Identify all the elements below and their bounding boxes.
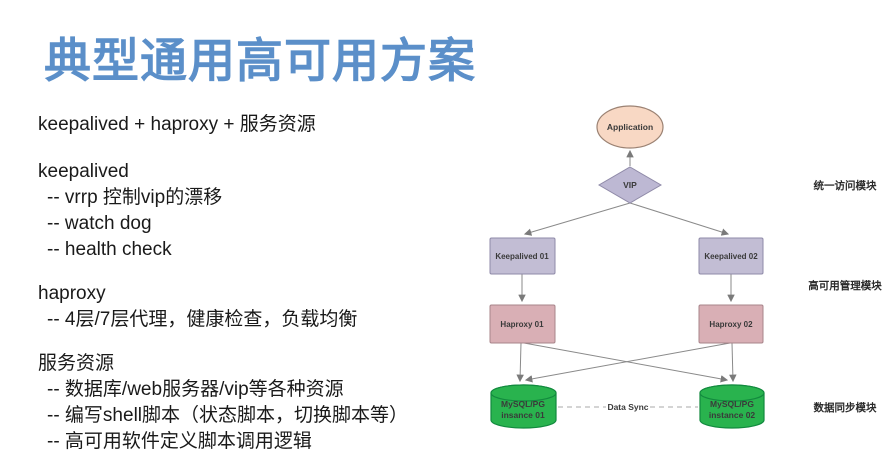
module-label-unified-access: 统一访问模块 — [813, 180, 877, 192]
connector-haproxy1-to-db1 — [516, 342, 524, 383]
db1-top — [490, 384, 557, 402]
keepalived2-label: Keepalived 02 — [704, 252, 758, 261]
section-haproxy: haproxy -- 4层/7层代理，健康检查，负载均衡 — [38, 281, 408, 333]
keepalived1-shape — [489, 237, 556, 275]
node-application: Application — [596, 105, 664, 149]
node-haproxy2: Haproxy 02 — [698, 304, 764, 344]
db2-label-line2: instance 02 — [709, 410, 756, 420]
application-label: Application — [607, 122, 653, 132]
bullet-item: -- health check — [47, 239, 172, 260]
bullet-item: -- watch dog — [47, 213, 152, 234]
haproxy2-shape — [698, 304, 764, 344]
section-heading: 服务资源 — [38, 353, 115, 374]
section-service-resources: 服务资源 -- 数据库/web服务器/vip等各种资源 -- 编写shell脚本… — [38, 351, 408, 455]
connector-vip-to-keepalived1 — [523, 202, 631, 236]
vip-shape — [598, 166, 662, 204]
bullet-item: -- vrrp 控制vip的漂移 — [47, 187, 223, 208]
db2-top — [699, 384, 765, 402]
haproxy1-shape — [489, 304, 556, 344]
bullet-item: -- 数据库/web服务器/vip等各种资源 — [47, 379, 344, 400]
node-vip: VIP — [598, 166, 662, 204]
slide: { "slide": { "title": "典型通用高可用方案", "intr… — [38, 36, 882, 452]
node-haproxy1: Haproxy 01 — [489, 304, 556, 344]
application-shape — [596, 105, 664, 149]
node-db2: MySQL/PG instance 02 — [699, 384, 765, 429]
connector-vip-to-keepalived2 — [629, 202, 730, 236]
haproxy1-label: Haproxy 01 — [500, 320, 544, 329]
bullet-item: -- 编写shell脚本（状态脚本，切换脚本等） — [47, 405, 409, 426]
node-keepalived2: Keepalived 02 — [698, 237, 764, 275]
db2-label-line1: MySQL/PG — [710, 399, 754, 409]
node-db1: MySQL/PG insance 01 — [490, 384, 557, 429]
section-keepalived: keepalived -- vrrp 控制vip的漂移 -- watch dog… — [38, 159, 408, 263]
bullet-item: -- 高可用软件定义脚本调用逻辑 — [47, 431, 312, 452]
keepalived2-shape — [698, 237, 764, 275]
outline-text-block: keepalived + haproxy + 服务资源 keepalived -… — [38, 112, 408, 473]
data-sync-label: Data Sync — [607, 402, 648, 412]
connector-haproxy2-to-db2 — [729, 342, 737, 383]
connector-haproxy2-to-db1 — [524, 342, 731, 383]
architecture-diagram: Data Sync Application VIP Keepalived 01 … — [489, 105, 765, 429]
haproxy2-label: Haproxy 02 — [709, 320, 753, 329]
section-heading: haproxy — [38, 283, 106, 304]
page-title: 典型通用高可用方案 — [44, 36, 476, 88]
module-label-ha-management: 高可用管理模块 — [808, 280, 882, 292]
vip-label: VIP — [623, 180, 637, 190]
module-label-data-sync: 数据同步模块 — [813, 402, 877, 414]
intro-line: keepalived + haproxy + 服务资源 — [38, 114, 316, 135]
bullet-item: -- 4层/7层代理，健康检查，负载均衡 — [47, 309, 358, 330]
section-heading: keepalived — [38, 161, 129, 182]
node-keepalived1: Keepalived 01 — [489, 237, 556, 275]
keepalived1-label: Keepalived 01 — [495, 252, 549, 261]
db1-label-line2: insance 01 — [501, 410, 545, 420]
db1-label-line1: MySQL/PG — [501, 399, 545, 409]
